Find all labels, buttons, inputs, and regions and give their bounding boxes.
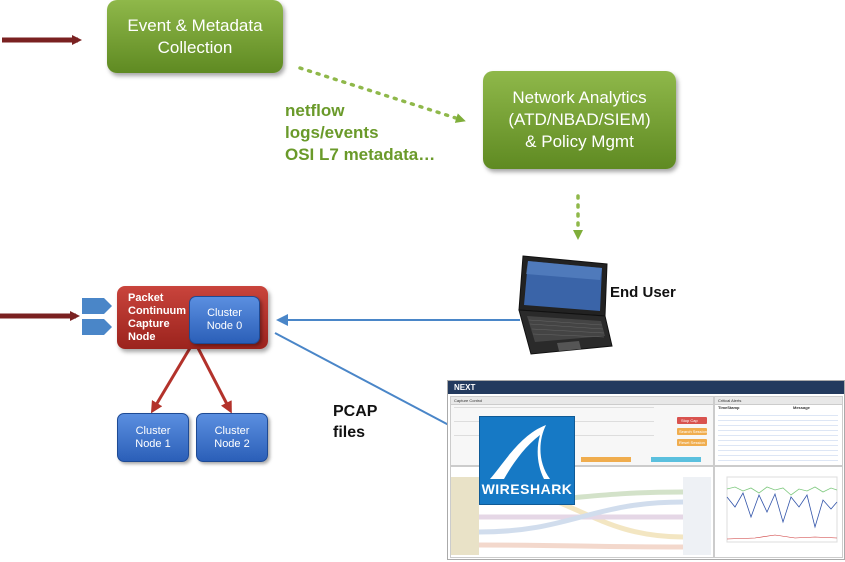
node1-line1: Cluster [135, 424, 171, 437]
laptop-icon [518, 255, 613, 355]
arrow-node0-to-node1 [150, 347, 192, 414]
metadata-l7: OSI L7 metadata… [285, 145, 436, 164]
wireshark-wordmark: WIRESHARK [481, 481, 573, 497]
packet-node-label: Packet Continuum Capture Node [128, 292, 186, 344]
alerts-title: Critical Alerts [715, 397, 842, 405]
reset-session-button[interactable]: Reset Session [677, 439, 707, 446]
node0-line2: Node 0 [206, 320, 243, 332]
shark-fin-icon [490, 425, 550, 479]
arrow-node0-to-wireshark [274, 332, 466, 434]
end-user-label: End User [610, 284, 676, 301]
pcap-line2: files [333, 424, 366, 441]
packet-node-line3: Capture [128, 318, 170, 330]
node0-line1: Cluster [207, 307, 242, 319]
chevron-input-top [82, 298, 112, 314]
alerts-col-message: Message [793, 405, 810, 410]
session-flow-graphic [451, 477, 711, 555]
cluster-node-2: Cluster Node 2 [196, 413, 268, 462]
time-graph-lines [726, 476, 838, 543]
arrow-node0-to-node2 [196, 347, 232, 414]
analytics-box-line2: (ATD/NBAD/SIEM) [508, 110, 651, 129]
cluster-node-1: Cluster Node 1 [117, 413, 189, 462]
event-box-line1: Event & Metadata [127, 15, 263, 35]
node1-line2: Node 1 [135, 437, 171, 450]
event-metadata-box: Event & Metadata Collection [107, 0, 283, 73]
dashboard-header: NEXT [448, 381, 844, 394]
network-analytics-box: Network Analytics (ATD/NBAD/SIEM) & Poli… [483, 71, 676, 169]
pcap-files-label: PCAP files [333, 401, 377, 443]
metadata-labels: netflow logs/events OSI L7 metadata… [285, 100, 435, 166]
node2-line2: Node 2 [214, 437, 250, 450]
dashboard-logo: NEXT [454, 383, 476, 392]
chevron-input-bottom [82, 319, 112, 335]
stop-button-label: Stop Cap [681, 418, 698, 423]
analytics-box-line1: Network Analytics [512, 88, 647, 107]
node2-line1: Cluster [214, 424, 250, 437]
alerts-col-timestamp: TimeStamp [718, 405, 740, 410]
session-graph-panel [450, 466, 714, 558]
packet-node-line2: Continuum [128, 305, 187, 317]
time-graph-panel [714, 466, 843, 558]
capture-control-title: Capture Control [451, 397, 713, 405]
event-box-line2: Collection [157, 37, 233, 57]
pcap-line1: PCAP [333, 403, 378, 420]
metadata-logs: logs/events [285, 123, 379, 142]
search-session-button[interactable]: Search Session [677, 428, 707, 435]
wireshark-logo: WIRESHARK [479, 416, 575, 505]
packet-node-line4: Node [128, 331, 156, 343]
stop-capture-button[interactable]: Stop Cap [677, 417, 707, 424]
dotted-arrow-event-to-analytics [298, 66, 466, 123]
critical-alerts-panel: Critical Alerts TimeStamp Message [714, 396, 843, 466]
metadata-netflow: netflow [285, 101, 345, 120]
cluster-node-0: Cluster Node 0 [189, 296, 260, 344]
packet-node-line1: Packet [128, 292, 164, 304]
analytics-box-line3: & Policy Mgmt [525, 132, 634, 151]
reset-button-label: Reset Session [679, 440, 705, 445]
search-button-label: Search Session [679, 429, 708, 434]
